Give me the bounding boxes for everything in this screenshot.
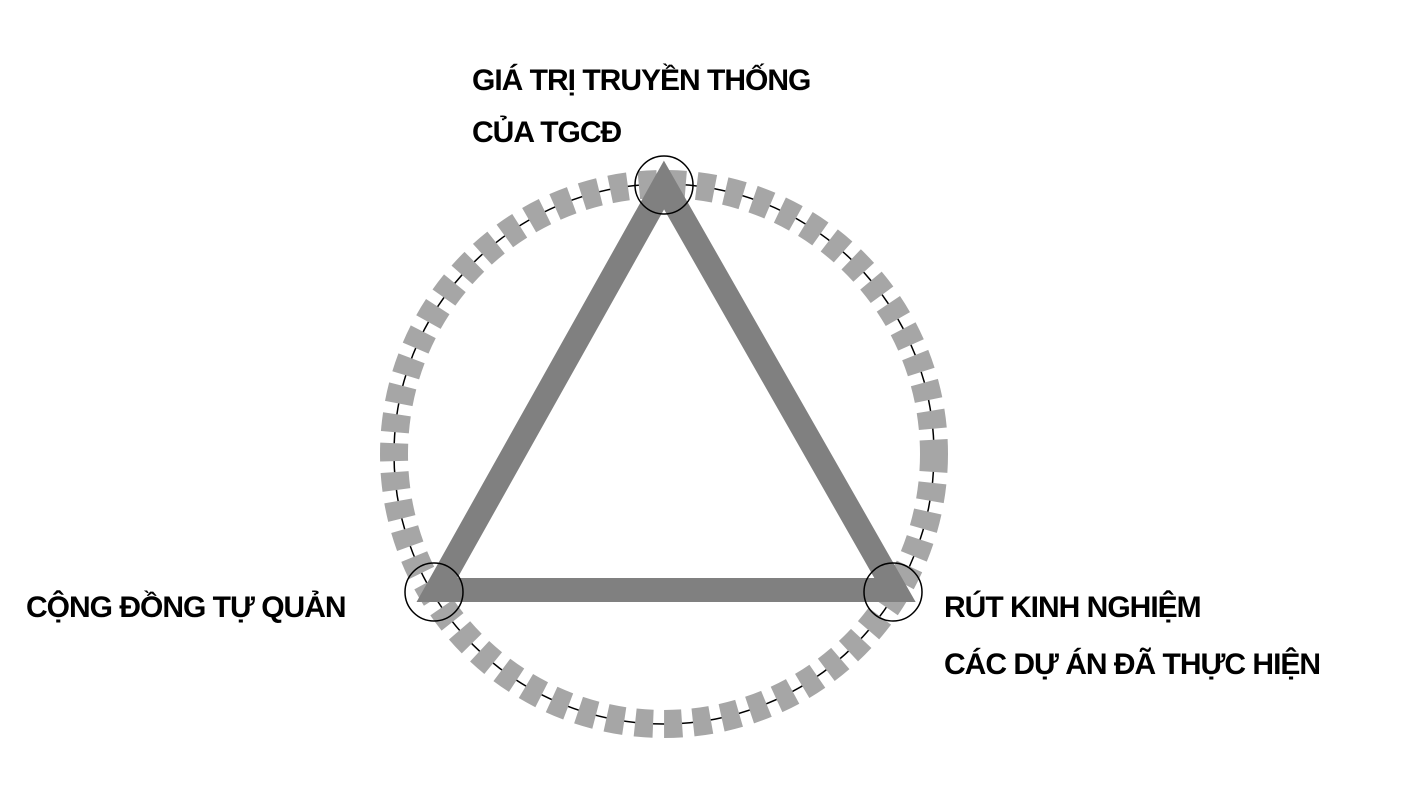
top-vertex-label-line2: CỦA TGCĐ — [472, 116, 622, 149]
triangle — [416, 160, 916, 602]
top-vertex-label-line1: GIÁ TRỊ TRUYỀN THỐNG — [472, 64, 811, 97]
vertex-circle-left — [404, 562, 464, 622]
dashed-ring — [380, 170, 948, 738]
right-vertex-label-line2: CÁC DỰ ÁN ĐÃ THỰC HIỆN — [944, 648, 1321, 681]
left-vertex-label: CỘNG ĐỒNG TỰ QUẢN — [26, 591, 347, 624]
vertex-circle-right — [863, 562, 923, 622]
vertex-circle-top — [634, 155, 694, 215]
right-vertex-label-line1: RÚT KINH NGHIỆM — [944, 591, 1202, 624]
